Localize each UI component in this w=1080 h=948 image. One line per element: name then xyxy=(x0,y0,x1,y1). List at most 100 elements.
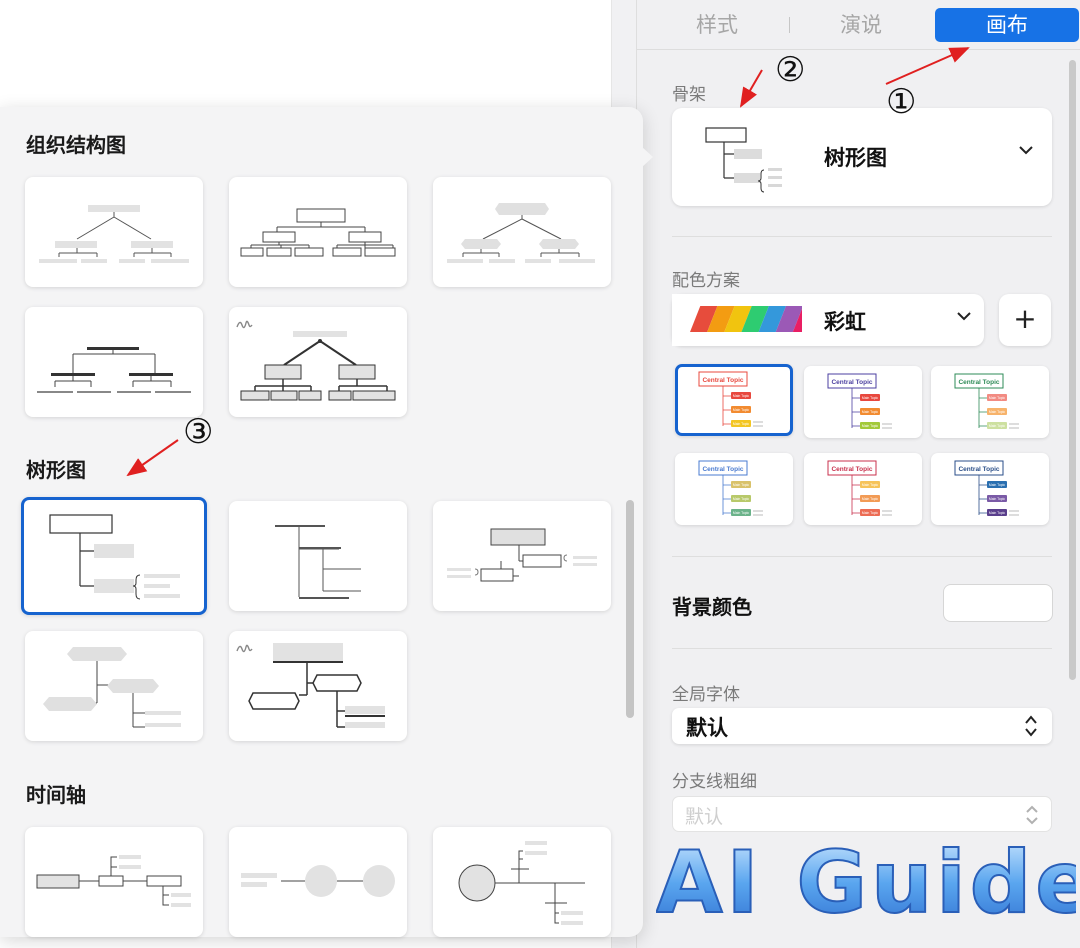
branch-width-value: 默认 xyxy=(685,806,724,828)
template-tree-3[interactable] xyxy=(433,501,611,611)
theme-central-topic: Central Topic xyxy=(702,377,743,384)
skeleton-dropdown[interactable]: 树形图 xyxy=(672,108,1052,206)
theme-main-topic: Main Topic xyxy=(862,396,878,400)
skeleton-popover: 组织结构图 xyxy=(0,107,643,937)
divider xyxy=(672,236,1052,237)
branch-width-select[interactable]: 默认 xyxy=(672,796,1052,832)
annotation-one: ① xyxy=(886,82,917,122)
hand-drawn-icon xyxy=(236,320,253,329)
template-preview xyxy=(458,841,585,925)
group-title-org-chart: 组织结构图 xyxy=(26,133,126,157)
palette-label: 配色方案 xyxy=(672,271,740,291)
tab-canvas[interactable]: 画布 xyxy=(935,8,1079,42)
theme-main-topic: Main Topic xyxy=(862,511,878,515)
theme-main-topic: Main Topic xyxy=(733,511,749,515)
template-preview xyxy=(447,203,595,263)
theme-main-topic: Main Topic xyxy=(989,424,1005,428)
theme-main-topic: Main Topic xyxy=(989,410,1005,414)
template-timeline-3[interactable] xyxy=(433,827,611,937)
tab-separator xyxy=(789,17,790,33)
theme-central-topic: Central Topic xyxy=(702,466,743,473)
palette-color-stripe xyxy=(690,306,718,332)
bg-color-label: 背景颜色 xyxy=(672,595,752,619)
template-preview xyxy=(275,525,361,599)
rainbow-palette-icon xyxy=(672,294,821,346)
bg-color-swatch[interactable] xyxy=(943,584,1053,622)
tab-style[interactable]: 样式 xyxy=(696,13,738,37)
theme-central-topic: Central Topic xyxy=(958,379,999,386)
divider xyxy=(672,648,1052,649)
template-timeline-2[interactable] xyxy=(229,827,407,937)
theme-central-topic: Central Topic xyxy=(958,466,999,473)
tree-diagram-icon xyxy=(705,127,790,193)
template-preview xyxy=(49,514,180,600)
template-org-3[interactable] xyxy=(433,177,611,287)
add-palette-button[interactable]: + xyxy=(999,294,1051,346)
palette-color-stripe xyxy=(724,306,752,332)
global-font-label: 全局字体 xyxy=(672,685,740,705)
palette-color-stripe xyxy=(758,306,786,332)
group-title-tree: 树形图 xyxy=(26,458,86,482)
plus-icon: + xyxy=(1013,302,1037,335)
chevron-down-icon xyxy=(957,312,971,321)
global-font-select[interactable]: 默认 xyxy=(672,708,1052,744)
template-preview xyxy=(236,320,396,401)
chevron-down-icon xyxy=(1019,146,1033,155)
theme-main-topic: Main Topic xyxy=(733,394,749,398)
tab-present[interactable]: 演说 xyxy=(840,13,882,37)
theme-main-topic: Main Topic xyxy=(989,483,1005,487)
stepper-icon xyxy=(1025,715,1037,737)
template-tree-2[interactable] xyxy=(229,501,407,611)
template-tree-4[interactable] xyxy=(25,631,203,741)
branch-width-label: 分支线粗细 xyxy=(672,772,757,792)
theme-central-topic: Central Topic xyxy=(831,466,872,473)
template-preview xyxy=(39,205,189,263)
theme-main-topic: Main Topic xyxy=(989,497,1005,501)
annotation-three: ③ xyxy=(183,412,214,452)
theme-main-topic: Main Topic xyxy=(862,497,878,501)
template-org-5[interactable] xyxy=(229,307,407,417)
template-timeline-1[interactable] xyxy=(25,827,203,937)
template-preview xyxy=(241,865,395,897)
palette-color-stripe xyxy=(707,306,735,332)
template-org-2[interactable] xyxy=(229,177,407,287)
template-tree-1[interactable] xyxy=(21,497,207,615)
palette-color-stripe xyxy=(741,306,769,332)
popover-scrollbar[interactable] xyxy=(626,500,634,718)
theme-central-topic: Central Topic xyxy=(831,379,872,386)
template-org-4[interactable] xyxy=(25,307,203,417)
template-preview xyxy=(37,347,191,393)
stepper-icon xyxy=(1026,805,1038,825)
inspector-scrollbar[interactable] xyxy=(1069,60,1076,680)
hand-drawn-icon xyxy=(236,644,253,653)
palette-dropdown[interactable]: 彩虹 xyxy=(672,294,984,346)
template-tree-5[interactable] xyxy=(229,631,407,741)
global-font-value: 默认 xyxy=(686,716,728,740)
theme-main-topic: Main Topic xyxy=(862,483,878,487)
template-preview xyxy=(36,855,191,907)
template-org-1[interactable] xyxy=(25,177,203,287)
theme-main-topic: Main Topic xyxy=(733,422,749,426)
skeleton-value: 树形图 xyxy=(824,146,887,170)
skeleton-label: 骨架 xyxy=(672,85,706,105)
template-preview xyxy=(447,528,597,582)
theme-main-topic: Main Topic xyxy=(733,483,749,487)
watermark-logo: AI Guide xyxy=(656,832,1076,928)
popover-arrow xyxy=(641,146,653,168)
theme-main-topic: Main Topic xyxy=(989,396,1005,400)
template-preview xyxy=(240,208,396,257)
template-preview xyxy=(43,647,181,728)
inspector-tabbar: 样式 演说 画布 xyxy=(637,0,1080,50)
